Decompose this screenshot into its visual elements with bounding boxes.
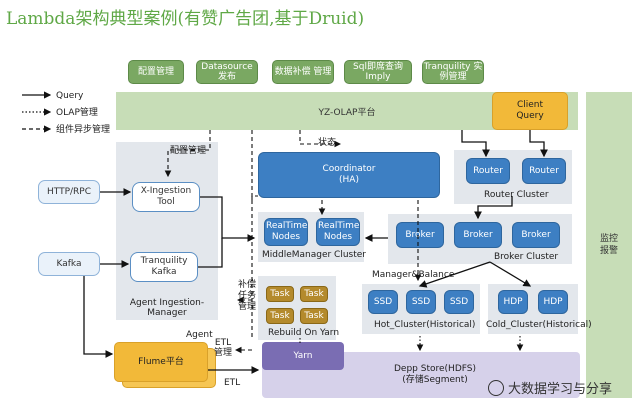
compensation-task-label: 补偿 任务 管理 bbox=[237, 280, 256, 312]
hdp-node-label: HDP bbox=[543, 296, 563, 307]
yarn-box[interactable]: Yarn bbox=[262, 342, 344, 370]
ssd-node-label: SSD bbox=[373, 296, 393, 307]
page-title: Lambda架构典型案例(有赞广告团,基于Druid) bbox=[6, 9, 365, 29]
task-2[interactable]: Task bbox=[300, 286, 328, 302]
task-label: Task bbox=[270, 311, 290, 321]
cold-cluster-label: Cold_Cluster(Historical) bbox=[486, 320, 592, 330]
wechat-icon bbox=[488, 379, 504, 396]
manager-balance-label: Manager&Balance bbox=[372, 270, 455, 280]
realtime-node-1[interactable]: RealTime Nodes bbox=[264, 218, 308, 246]
broker-node-label: Broker bbox=[521, 229, 551, 240]
olap-platform-label: YZ-OLAP平台 bbox=[318, 107, 376, 118]
deep-store-label: Depp Store(HDFS) (存储Segment) bbox=[394, 364, 476, 385]
router-node-label: Router bbox=[473, 165, 503, 176]
olap-lines bbox=[299, 336, 524, 352]
coordinator-label: Coordinator (HA) bbox=[322, 164, 376, 185]
watermark-label: 大数据学习与分享 bbox=[508, 382, 613, 397]
flume-label: Flume平台 bbox=[138, 356, 184, 367]
agent-config-label: 配置管理 bbox=[170, 146, 207, 156]
ssd-node-label: SSD bbox=[449, 296, 469, 307]
broker-node-label: Broker bbox=[405, 229, 435, 240]
agent-ingestion-label: Agent Ingestion-Manager bbox=[129, 298, 205, 318]
broker-node-3[interactable]: Broker bbox=[512, 222, 560, 248]
legend-olap-label: OLAP管理 bbox=[56, 108, 98, 118]
tranquility-label: Tranquility Kafka bbox=[140, 256, 188, 277]
client-query-box[interactable]: Client Query bbox=[492, 92, 568, 130]
task-3[interactable]: Task bbox=[266, 308, 294, 324]
router-node-1[interactable]: Router bbox=[466, 158, 510, 184]
module-config[interactable]: 配置管理 bbox=[128, 60, 184, 84]
ssd-node-2[interactable]: SSD bbox=[406, 290, 436, 314]
yarn-label: Yarn bbox=[293, 351, 313, 361]
realtime-node-label: RealTime Nodes bbox=[266, 221, 308, 242]
realtime-node-2[interactable]: RealTime Nodes bbox=[316, 218, 360, 246]
legend-async-label: 组件异步管理 bbox=[56, 125, 111, 135]
etl-mgmt-label: ETL 管理 bbox=[213, 338, 232, 358]
http-rpc-source[interactable]: HTTP/RPC bbox=[38, 180, 100, 204]
task-label: Task bbox=[304, 311, 324, 321]
etl-label: ETL bbox=[224, 378, 241, 388]
router-node-2[interactable]: Router bbox=[522, 158, 566, 184]
x-ingestion-label: X-Ingestion Tool bbox=[140, 186, 192, 207]
rebuild-label: Rebuild On Yarn bbox=[268, 328, 340, 338]
kafka-source[interactable]: Kafka bbox=[38, 252, 100, 276]
status-label: 状态 bbox=[318, 138, 337, 148]
ssd-node-1[interactable]: SSD bbox=[368, 290, 398, 314]
client-query-label: Client Query bbox=[516, 100, 544, 121]
watermark: 大数据学习与分享 bbox=[488, 378, 612, 397]
x-ingestion-tool[interactable]: X-Ingestion Tool bbox=[132, 182, 200, 212]
tranquility-kafka[interactable]: Tranquility Kafka bbox=[130, 252, 198, 282]
coordinator-box[interactable]: Coordinator (HA) bbox=[258, 152, 440, 198]
monitor-label: 监控 报警 bbox=[599, 234, 618, 256]
ssd-node-3[interactable]: SSD bbox=[444, 290, 474, 314]
broker-node-2[interactable]: Broker bbox=[454, 222, 502, 248]
hdp-node-1[interactable]: HDP bbox=[498, 290, 528, 314]
module-sql[interactable]: Sql即席查询 Imply bbox=[344, 60, 412, 84]
flow-lines bbox=[83, 130, 548, 374]
monitor-panel: 监控 报警 bbox=[586, 92, 632, 398]
legend-query-label: Query bbox=[56, 91, 84, 101]
task-label: Task bbox=[304, 289, 324, 299]
task-label: Task bbox=[270, 289, 290, 299]
http-rpc-label: HTTP/RPC bbox=[46, 186, 92, 197]
flume-agent-label: Agent bbox=[186, 330, 213, 340]
hdp-node-2[interactable]: HDP bbox=[538, 290, 568, 314]
module-compensation[interactable]: 数据补偿 管理 bbox=[272, 60, 334, 84]
broker-node-label: Broker bbox=[463, 229, 493, 240]
task-1[interactable]: Task bbox=[266, 286, 294, 302]
hdp-node-label: HDP bbox=[503, 296, 523, 307]
flume-platform[interactable]: Flume平台 bbox=[114, 342, 208, 382]
module-datasource[interactable]: Datasource 发布 bbox=[196, 60, 258, 84]
legend-lines bbox=[22, 91, 52, 133]
hot-cluster-label: Hot_Cluster(Historical) bbox=[374, 320, 476, 330]
ssd-node-label: SSD bbox=[411, 296, 431, 307]
async-lines bbox=[164, 130, 422, 354]
realtime-node-label: RealTime Nodes bbox=[318, 221, 360, 242]
kafka-label: Kafka bbox=[56, 258, 82, 269]
broker-cluster-label: Broker Cluster bbox=[494, 252, 559, 262]
broker-node-1[interactable]: Broker bbox=[396, 222, 444, 248]
router-node-label: Router bbox=[529, 165, 559, 176]
module-tranquility[interactable]: Tranquility 实例管理 bbox=[422, 60, 484, 84]
task-4[interactable]: Task bbox=[300, 308, 328, 324]
router-cluster-label: Router Cluster bbox=[484, 190, 549, 200]
middlemanager-label: MiddleManager Cluster bbox=[262, 250, 366, 260]
